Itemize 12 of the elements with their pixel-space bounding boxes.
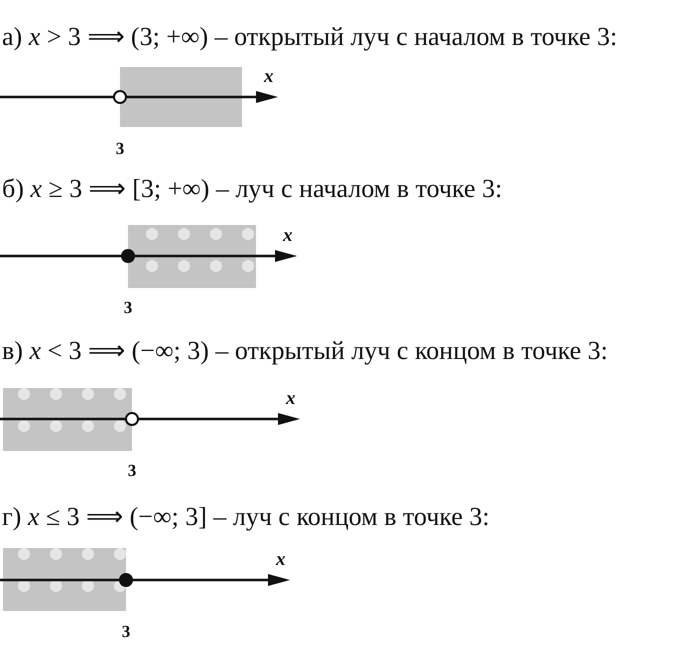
inequality-statement: в) x < 3 ⟹ (−∞; 3) – открытый луч с концом в точке 3:: [2, 338, 608, 364]
inequality-statement: а) x > 3 ⟹ (3; +∞) – открытый луч с началом в точке 3:: [2, 24, 618, 50]
inequality-statement: г) x ≤ 3 ⟹ (−∞; 3] – луч с концом в точке 3:: [2, 504, 490, 530]
axis-label: x: [276, 550, 286, 569]
point-label: 3: [124, 299, 132, 316]
axis-label: x: [283, 226, 292, 245]
point-label: 3: [122, 623, 130, 640]
inequality-statement: б) x ≥ 3 ⟹ [3; +∞) – луч с началом в точке 3:: [2, 176, 502, 202]
point-label: 3: [128, 462, 136, 479]
point-label: 3: [116, 140, 124, 157]
axis-label: x: [286, 389, 296, 408]
axis-label: x: [264, 67, 274, 86]
